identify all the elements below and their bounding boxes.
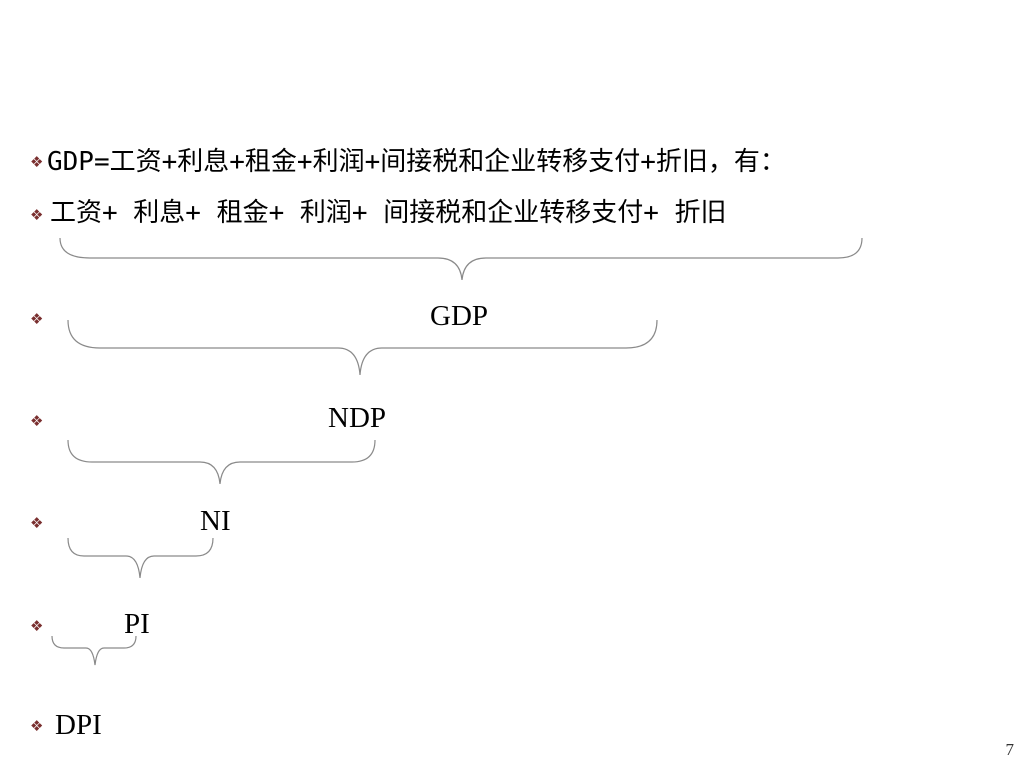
bullet-icon: ❖ — [30, 717, 44, 735]
bullet-icon: ❖ — [30, 153, 44, 171]
ndp-label: NDP — [328, 402, 387, 434]
bullet-icon: ❖ — [30, 206, 44, 224]
ni-label: NI — [200, 505, 231, 537]
bullet-icon: ❖ — [30, 514, 44, 532]
dpi-label: DPI — [55, 709, 102, 741]
gdp-label: GDP — [430, 300, 489, 332]
brace-ni — [67, 439, 376, 485]
bullet-icon: ❖ — [30, 412, 44, 430]
brace-gdp — [59, 237, 863, 281]
pi-label: PI — [124, 608, 150, 640]
brace-ndp — [67, 319, 658, 376]
brace-dpi — [51, 635, 137, 666]
brace-pi — [67, 537, 214, 579]
formula-line: GDP=工资+利息+租金+利润+间接税和企业转移支付+折旧，有： — [47, 147, 786, 177]
bullet-icon: ❖ — [30, 310, 44, 328]
slide-number: 7 — [1005, 740, 1015, 759]
components-line: 工资+ 利息+ 租金+ 利润+ 间接税和企业转移支付+ 折旧 — [50, 198, 727, 228]
bullet-icon: ❖ — [30, 617, 44, 635]
